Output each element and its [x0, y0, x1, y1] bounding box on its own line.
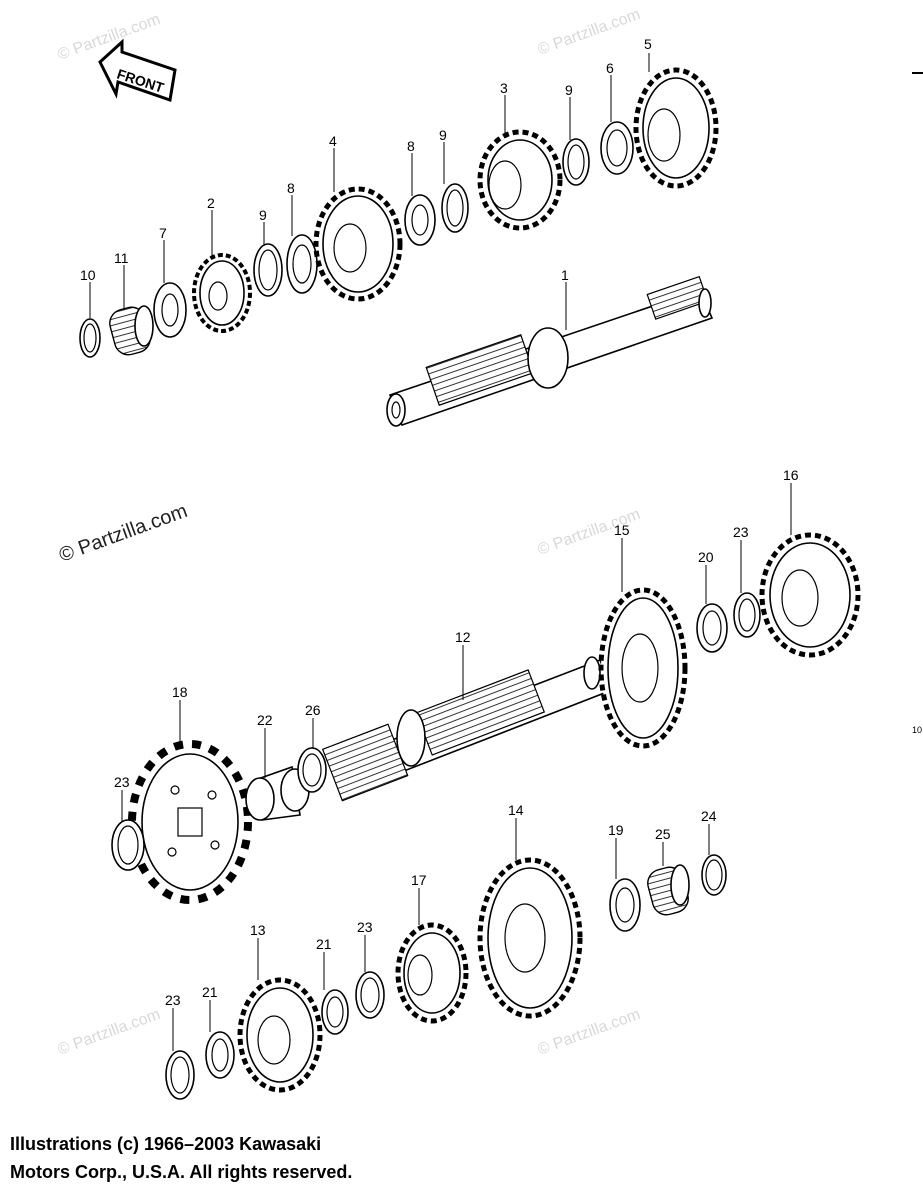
callout-25: 25 [655, 826, 671, 842]
callout-12: 12 [455, 629, 471, 645]
watermark-bottom-right: © Partzilla.com [536, 1006, 643, 1059]
part-14-gear [477, 857, 583, 1019]
callout-4: 4 [329, 133, 337, 149]
watermark-top-right: © Partzilla.com [536, 6, 643, 59]
callout-9a: 9 [259, 207, 267, 223]
watermark-main: © Partzilla.com [56, 500, 190, 567]
callout-14: 14 [508, 802, 524, 818]
callout-8a: 8 [287, 180, 295, 196]
callout-18: 18 [172, 684, 188, 700]
callout-23a: 23 [733, 524, 749, 540]
callout-16: 16 [783, 467, 799, 483]
part-19-washer [609, 878, 641, 932]
callout-9c: 9 [565, 82, 573, 98]
part-9-circlip-a [253, 243, 283, 297]
callout-21a: 21 [316, 936, 332, 952]
part-7-washer [153, 282, 187, 338]
leader-lines [89, 53, 792, 1051]
callout-22: 22 [257, 712, 273, 728]
part-1-main-shaft [386, 275, 714, 427]
callout-23b: 23 [114, 774, 130, 790]
callout-3: 3 [500, 80, 508, 96]
callout-7: 7 [159, 225, 167, 241]
part-23-circlip-a [733, 592, 761, 638]
part-5-gear [633, 67, 719, 189]
callout-11: 11 [114, 250, 129, 266]
front-arrow-badge: FRONT [98, 38, 177, 102]
callout-6: 6 [606, 60, 614, 76]
part-23-circlip-d [165, 1050, 195, 1100]
callout-9b: 9 [439, 127, 447, 143]
copyright-line-2: Motors Corp., U.S.A. All rights reserved… [10, 1162, 353, 1182]
part-8-washer-a [286, 234, 318, 294]
callout-23d: 23 [165, 992, 181, 1008]
callout-19: 19 [608, 822, 624, 838]
callout-24: 24 [701, 808, 717, 824]
callout-26: 26 [305, 702, 321, 718]
part-11-needle-bearing [109, 305, 154, 356]
part-2-gear [192, 253, 252, 333]
part-13-gear [237, 977, 323, 1093]
part-21-washer-b [205, 1031, 235, 1079]
callout-15: 15 [614, 522, 630, 538]
part-4-gear [313, 186, 403, 302]
callout-5: 5 [644, 36, 652, 52]
part-10-circlip [79, 318, 101, 358]
copyright-notice: Illustrations (c) 1966–2003 Kawasaki Mot… [10, 1130, 352, 1186]
callout-1: 1 [561, 267, 569, 283]
callout-8b: 8 [407, 138, 415, 154]
callout-13: 13 [250, 922, 266, 938]
part-8-washer-b [404, 194, 436, 246]
part-23-circlip-c [355, 971, 385, 1019]
part-17-gear [395, 922, 469, 1024]
corner-mark: 10 [912, 725, 922, 735]
callout-2: 2 [207, 195, 215, 211]
part-20-washer [696, 603, 728, 653]
callout-23c: 23 [357, 919, 373, 935]
part-6-washer [600, 121, 634, 175]
part-16-gear [759, 532, 861, 658]
part-12-drive-shaft [321, 656, 614, 802]
part-9-circlip-b [441, 183, 469, 233]
part-15-gear [598, 587, 688, 749]
callout-17: 17 [411, 872, 427, 888]
callout-20: 20 [698, 549, 714, 565]
part-18-sprocket [128, 740, 252, 904]
part-24-circlip [701, 854, 727, 896]
callout-21b: 21 [202, 984, 218, 1000]
part-23-circlip-b [111, 819, 145, 871]
part-26-o-ring [297, 747, 327, 793]
part-25-needle-bearing [647, 864, 690, 916]
part-9-circlip-c [562, 138, 590, 186]
copyright-line-1: Illustrations (c) 1966–2003 Kawasaki [10, 1134, 322, 1154]
part-3-gear [477, 129, 563, 231]
callout-10: 10 [80, 267, 96, 283]
callout-labels: 10 11 7 2 9 8 4 8 9 3 9 6 5 1 12 15 20 2… [80, 36, 799, 1008]
watermark-bottom-left: © Partzilla.com [56, 1006, 163, 1059]
part-21-washer-a [321, 989, 349, 1035]
